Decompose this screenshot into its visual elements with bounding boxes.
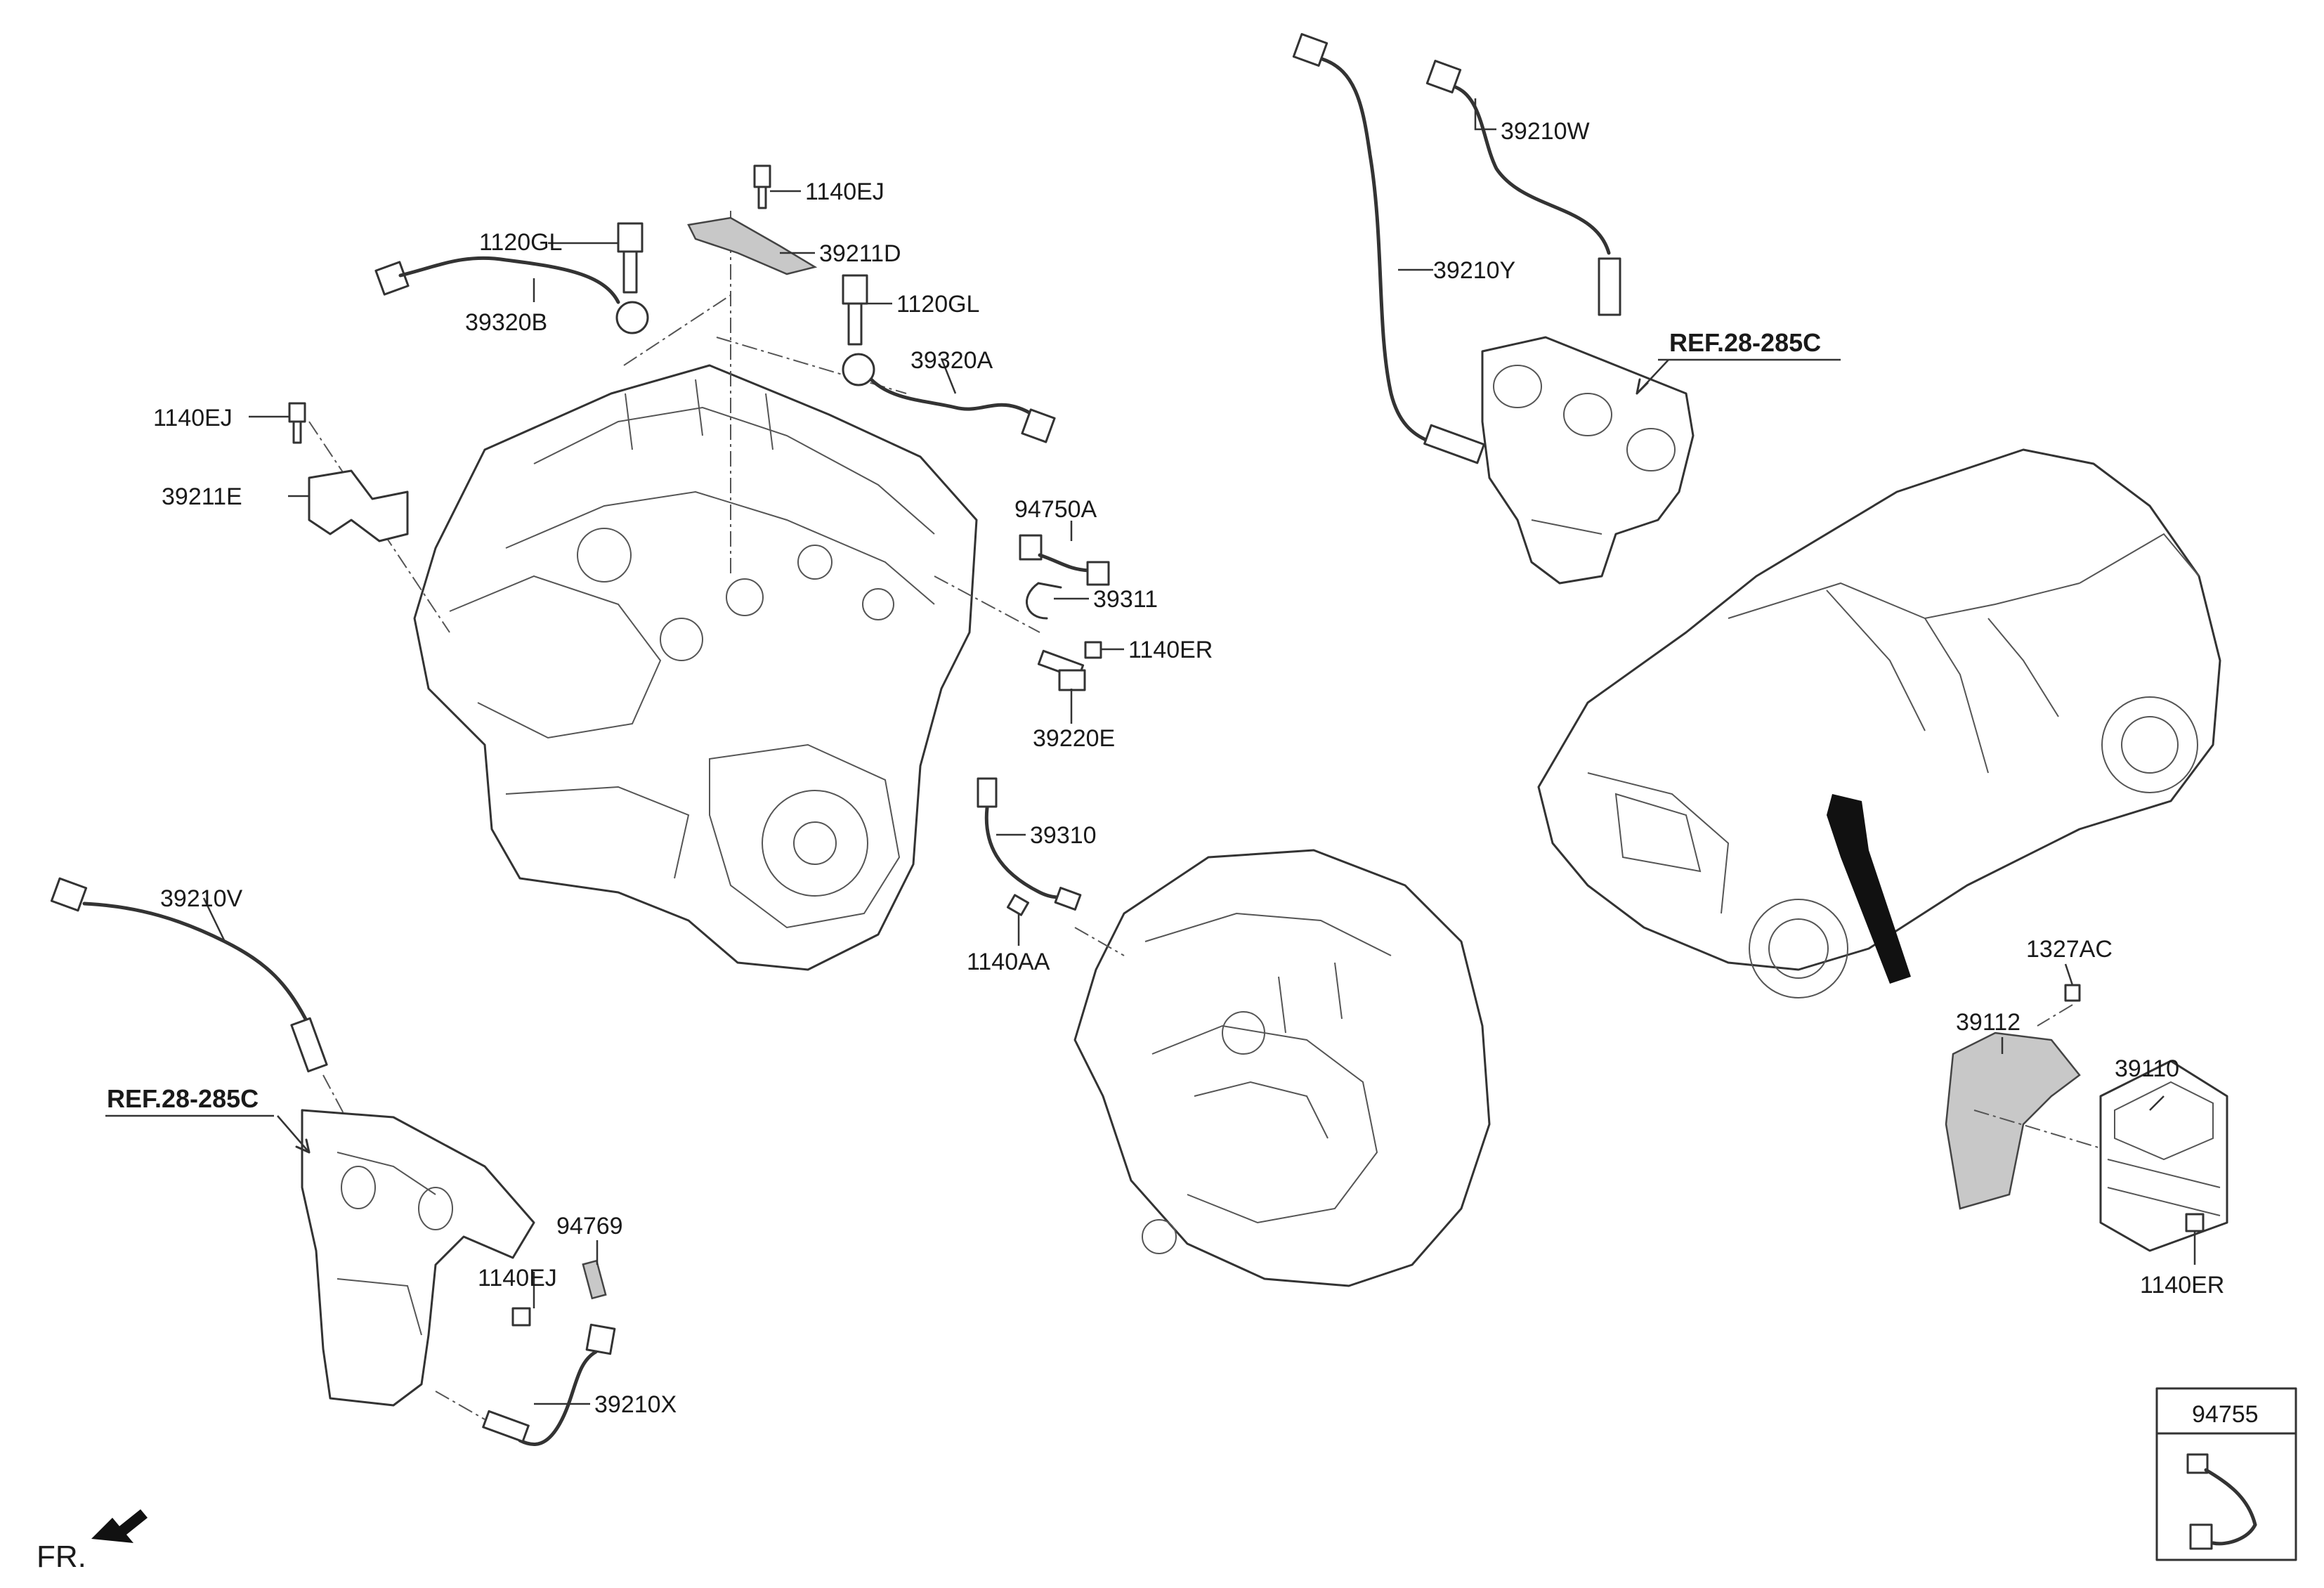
oxygen-sensor-39210y <box>1292 33 1485 464</box>
connector-94769 <box>582 1259 607 1300</box>
label-94755: 94755 <box>2192 1401 2259 1428</box>
bolt-1140er-ecu <box>2185 1213 2205 1232</box>
bracket-39211e <box>308 469 409 542</box>
bracket-39211d <box>687 216 818 275</box>
label-1327ac: 1327AC <box>2026 936 2113 963</box>
front-direction-arrow <box>91 1509 148 1543</box>
label-39210x: 39210X <box>594 1391 677 1418</box>
label-39320a: 39320A <box>910 347 993 374</box>
label-1140er-ecu: 1140ER <box>2140 1272 2224 1299</box>
exhaust-manifold-right <box>1481 336 1695 585</box>
label-39112: 39112 <box>1956 1009 2021 1036</box>
bolt-1140er-engine <box>1084 641 1102 659</box>
knock-sensor-39320b <box>374 256 649 334</box>
label-39110: 39110 <box>2115 1055 2179 1082</box>
label-39220e: 39220E <box>1033 725 1115 752</box>
bolt-1140ej-lower <box>511 1307 531 1327</box>
ecu-location-arrow <box>1827 794 1911 984</box>
label-39320b: 39320B <box>465 309 547 336</box>
harness-94755 <box>2186 1453 2257 1550</box>
ecu-bracket-39112 <box>1945 1031 2081 1210</box>
label-94769: 94769 <box>556 1213 623 1239</box>
label-1140ej-lower: 1140EJ <box>478 1265 557 1291</box>
connector-94750a <box>1019 534 1110 586</box>
label-1140ej-top: 1140EJ <box>805 178 884 205</box>
exhaust-manifold-left <box>301 1109 535 1407</box>
sensor-39310 <box>977 777 1082 911</box>
bolt-1120gl-left <box>617 222 644 294</box>
inset-box-94755 <box>2155 1387 2297 1561</box>
label-39311: 39311 <box>1093 586 1158 613</box>
label-1140ej-left: 1140EJ <box>153 405 233 431</box>
oxygen-sensor-39210x <box>482 1323 616 1446</box>
bolt-1120gl-right <box>842 274 868 346</box>
sensor-39311 <box>1025 582 1062 620</box>
label-39310: 39310 <box>1030 822 1097 849</box>
label-1140er-engine: 1140ER <box>1128 637 1213 663</box>
ref-upper: REF.28-285C <box>1669 328 1821 357</box>
label-39210y: 39210Y <box>1433 257 1515 284</box>
label-39211d: 39211D <box>819 240 901 267</box>
bolt-1327ac <box>2064 984 2081 1002</box>
engine-assembly <box>413 364 978 971</box>
bolt-1140ej-top <box>753 164 771 209</box>
front-label: FR. <box>37 1540 86 1574</box>
knock-sensor-39320a <box>842 353 1056 443</box>
bolt-1140aa <box>1006 894 1030 916</box>
bolt-1140ej-left <box>288 402 306 444</box>
label-39210v: 39210V <box>160 885 243 912</box>
vehicle-illustration <box>1537 448 2221 998</box>
label-94750a: 94750A <box>1014 496 1097 523</box>
transmission-assembly <box>1073 849 1491 1287</box>
ecu-39110 <box>2099 1060 2228 1252</box>
ref-lower: REF.28-285C <box>107 1084 259 1113</box>
label-39210w: 39210W <box>1501 118 1590 145</box>
label-1120gl-left: 1120GL <box>479 229 562 256</box>
label-1140aa: 1140AA <box>967 949 1050 975</box>
label-1120gl-right: 1120GL <box>896 291 979 318</box>
label-39211e: 39211E <box>162 483 242 510</box>
sensor-39220e <box>1037 649 1086 691</box>
